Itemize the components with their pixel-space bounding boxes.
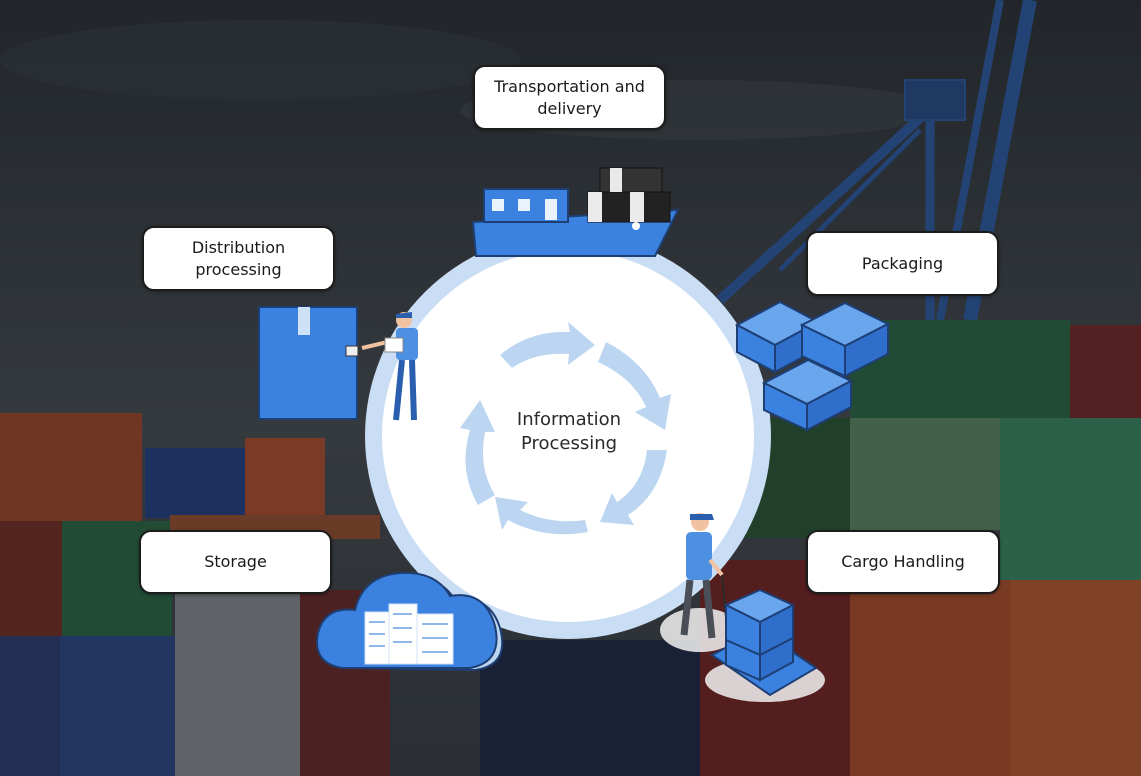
pallet-worker-icon [660, 513, 825, 702]
stage-label: Cargo Handling [841, 552, 965, 571]
stage-label: Transportation and delivery [494, 76, 645, 118]
stage-packaging: Packaging [806, 231, 999, 296]
stage-label: Storage [204, 552, 267, 571]
cloud-database-icon [316, 571, 504, 672]
stage-distribution: Distribution processing [142, 226, 335, 291]
stage-label: Packaging [861, 253, 944, 273]
inner-circle [382, 250, 754, 622]
ship-icon [471, 167, 680, 257]
stage-label: Distribution processing [191, 237, 286, 279]
worker-box-icon [258, 306, 418, 421]
center-label: Information Processing [516, 409, 622, 454]
stage-cargo-handling: Cargo Handling [806, 530, 1000, 594]
stage-storage: Storage [139, 530, 332, 594]
boxes-icon [734, 300, 891, 432]
stage-transportation: Transportation and delivery [473, 65, 666, 130]
cycle-arrows-icon [460, 322, 671, 535]
